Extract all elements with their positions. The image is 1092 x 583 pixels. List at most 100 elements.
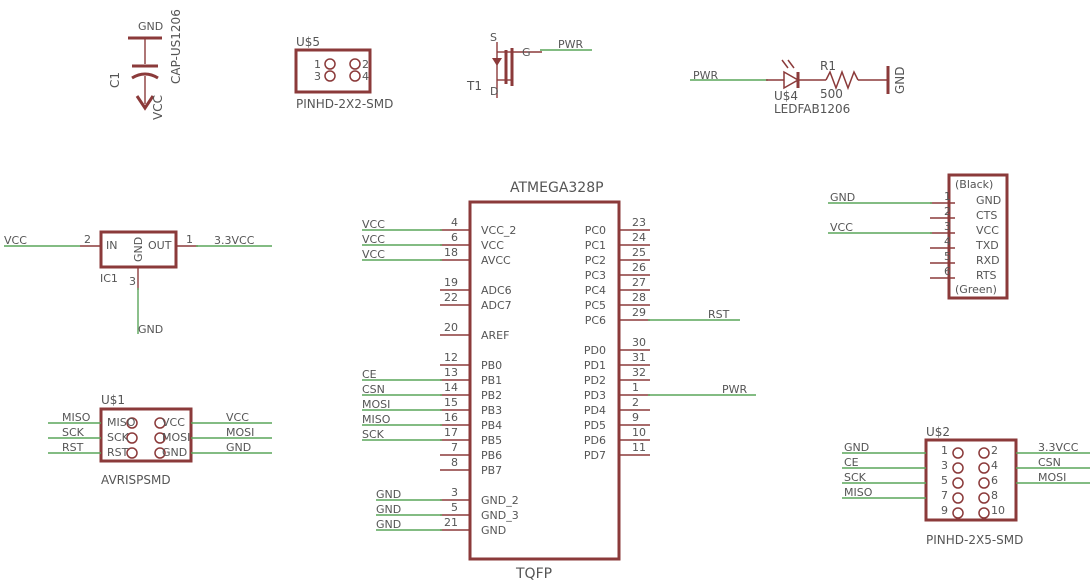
mcu-pin-number: 23 (632, 216, 646, 229)
isp-net-label: RST (62, 441, 84, 454)
isp-net-label: SCK (62, 426, 85, 439)
mcu-net-label: CSN (362, 383, 385, 396)
u2-pad (978, 507, 990, 519)
mcu-pin-name: PB3 (481, 404, 502, 417)
mcu-pin-number: 25 (632, 246, 646, 259)
ic1-vcc-net-label: VCC (4, 234, 27, 247)
mcu-pin-number: 31 (632, 351, 646, 364)
ftdi-pin-name: GND (976, 194, 1001, 207)
isp-pad (126, 432, 138, 444)
isp-net-label: VCC (226, 411, 249, 424)
c1-vcc-arrow (135, 95, 155, 111)
u2-net-label: MISO (844, 486, 873, 499)
led-u4[interactable]: PWR U$4 LEDFAB1206 (690, 59, 850, 116)
u2-pad (978, 492, 990, 504)
mcu-pin-number: 9 (632, 411, 639, 424)
mcu-pin-number: 22 (444, 291, 458, 304)
mcu-pin-number: 5 (451, 501, 458, 514)
ftdi-pin-name: VCC (976, 224, 999, 237)
mcu-pin-number: 4 (451, 216, 458, 229)
u2-pin-number: 1 (941, 444, 948, 457)
mcu-pin-number: 17 (444, 426, 458, 439)
mcu-pin-name: PC6 (585, 314, 606, 327)
mcu-pin-number: 18 (444, 246, 458, 259)
u2-pin-number: 9 (941, 504, 948, 517)
t1-pwr-net-label: PWR (558, 38, 584, 51)
u2-pad (952, 507, 964, 519)
mcu-pin-name: AREF (481, 329, 509, 342)
isp-pin-name: RST (107, 446, 129, 459)
header-u5[interactable]: U$5 1 2 3 4 PINHD-2X2-SMD (294, 35, 393, 111)
mcu-net-label: MISO (362, 413, 391, 426)
mcu-pin-number: 7 (451, 441, 458, 454)
u2-pad (978, 447, 990, 459)
mcu-left-pins: 4VCC_2VCC6VCCVCC18AVCCVCC19ADC622ADC720A… (362, 216, 519, 537)
ftdi-pin-name: CTS (976, 209, 997, 222)
mcu-title: ATMEGA328P (510, 180, 604, 196)
ic1-pin-in: 2 (84, 233, 91, 246)
capacitor-c1[interactable]: GND C1 CAP-US1206 VCC (108, 9, 183, 120)
mcu-pin-number: 14 (444, 381, 458, 394)
ic1-3v3-net-label: 3.3VCC (214, 234, 255, 247)
u2-name: U$2 (926, 425, 950, 439)
u5-pad-2 (349, 58, 361, 70)
u5-pad-1 (324, 58, 336, 70)
transistor-t1[interactable]: PWR S G D T1 (466, 31, 592, 98)
t1-s-label: S (490, 31, 497, 44)
mcu-pin-name: PD6 (584, 434, 606, 447)
ftdi-pin-name: RTS (976, 269, 997, 282)
led-value: LEDFAB1206 (774, 102, 850, 116)
isp-name: U$1 (101, 393, 125, 407)
u2-pad (952, 447, 964, 459)
mcu-pin-number: 6 (451, 231, 458, 244)
u5-name: U$5 (296, 35, 320, 49)
ftdi-pin-number: 3 (944, 220, 951, 233)
ic1-pin-gnd: 3 (129, 275, 136, 288)
ftdi-black-label: (Black) (955, 178, 993, 191)
mcu-net-label: GND (376, 518, 401, 531)
u2-pin-number: 2 (991, 444, 998, 457)
mcu-pin-number: 26 (632, 261, 646, 274)
mcu-pin-name: GND_3 (481, 509, 519, 522)
mcu-pin-number: 21 (444, 516, 458, 529)
u2-net-label: 3.3VCC (1038, 441, 1079, 454)
mcu-net-label: VCC (362, 218, 385, 231)
u2-pad (952, 477, 964, 489)
resistor-r1[interactable]: R1 500 GND (820, 59, 907, 101)
regulator-ic1[interactable]: VCC 2 IN OUT GND 1 3.3VCC 3 GND IC1 (4, 230, 272, 336)
mcu-pin-name: PC3 (585, 269, 606, 282)
ic1-gnd-label: GND (132, 237, 145, 262)
c1-vcc-label: VCC (151, 95, 165, 120)
ic1-out-label: OUT (148, 239, 172, 252)
u5-pad-3 (324, 70, 336, 82)
isp-pin-name: MISO (107, 416, 136, 429)
ftdi-body (947, 173, 1009, 300)
isp-footprint: AVRISPSMD (101, 473, 171, 487)
led-name: U$4 (774, 89, 798, 103)
ftdi-pin-name: TXD (975, 239, 999, 252)
ftdi-green-label: (Green) (955, 283, 997, 296)
mcu-pin-number: 3 (451, 486, 458, 499)
mcu-pin-number: 30 (632, 336, 646, 349)
u2-pin-number: 4 (991, 459, 998, 472)
mcu-net-label: RST (708, 308, 730, 321)
mcu-pin-number: 29 (632, 306, 646, 319)
mcu-net-label: GND (376, 488, 401, 501)
mcu-pin-name: PB0 (481, 359, 502, 372)
r1-name: R1 (820, 59, 836, 73)
mcu-pin-name: PB6 (481, 449, 502, 462)
mcu-pin-name: PB5 (481, 434, 502, 447)
mcu-pin-name: PB7 (481, 464, 502, 477)
u2-net-label: SCK (844, 471, 867, 484)
mcu-atmega328p[interactable]: ATMEGA328P TQFP 4VCC_2VCC6VCCVCC18AVCCVC… (362, 180, 756, 582)
mcu-pin-name: VCC_2 (481, 224, 516, 237)
isp-pad (154, 417, 166, 429)
mcu-pin-number: 8 (451, 456, 458, 469)
